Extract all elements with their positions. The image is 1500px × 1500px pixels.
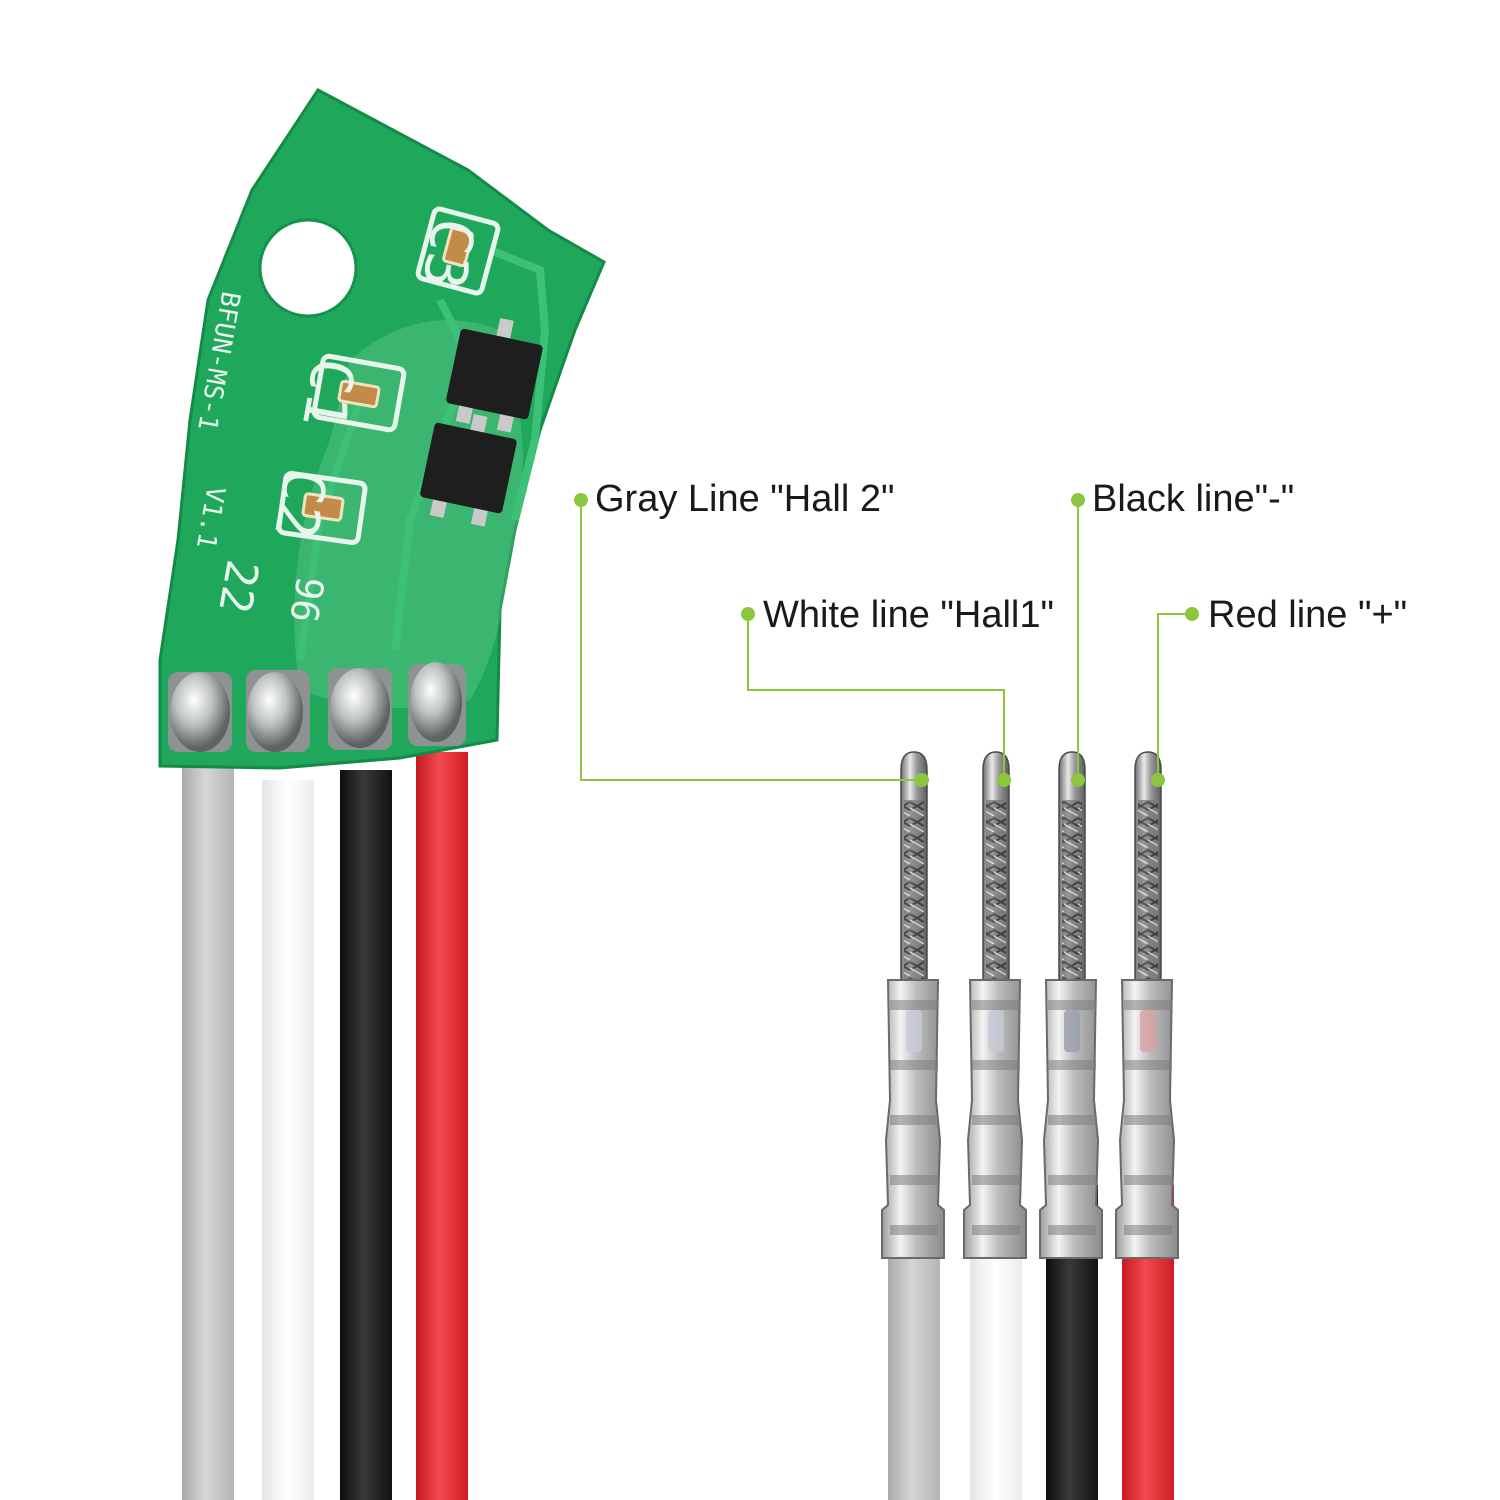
black-crimp-pin-band [1048,1000,1096,1010]
capacitor-c3 [442,226,474,268]
white-leader-dot [741,607,755,621]
callout-leaders [580,500,1192,781]
black-crimp-pin-band [1048,1225,1096,1235]
gray-wire [182,760,234,1500]
white-pin-dot [997,773,1011,787]
component-c3-outline [415,206,501,296]
white-crimp-pin-band [972,1175,1020,1185]
silkscreen-c3: C3 [409,213,488,294]
red-crimp-pin-band [1124,1000,1172,1010]
gray-crimp-pin [881,751,945,1259]
pcb-trace [296,398,364,661]
black-crimp-pin-band [1048,1175,1096,1185]
gray-pin-dot [915,773,929,787]
capacitor-c1 [337,379,381,409]
white-crimp-pin-band [972,1225,1020,1235]
white-crimp-pin-window [988,1010,1004,1052]
gray-crimp-pin-band [890,1175,938,1185]
black-crimp-pin [1039,751,1103,1259]
callout-dots [574,493,1199,787]
red-crimp-pin [1115,751,1179,1259]
red-wire [416,752,468,1500]
silkscreen-c1: C1 [289,353,368,434]
gray-crimp-pin-band [890,1000,938,1010]
gray-line-label: Gray Line "Hall 2" [595,478,895,520]
red-crimp-pin-window [1140,1010,1156,1052]
red-leader-dot [1185,607,1199,621]
red-leader-line [1157,613,1192,780]
component-c1-outline [311,353,407,433]
black-crimp-pin-band [1048,1060,1096,1070]
pcb-trace [488,246,550,521]
gray-wire-end [888,1250,940,1500]
black-crimp-pin-band [1048,1115,1096,1125]
white-wire-end [970,1250,1022,1500]
gray-crimp-pin-band [890,1060,938,1070]
white-crimp-pin-band [972,1060,1020,1070]
gray-crimp-pin-braid [904,800,924,980]
black-crimp-pin-window [1064,1010,1080,1052]
solder-joint [330,668,390,748]
solder-joint [247,672,303,752]
red-crimp-pin-braid [1138,800,1158,980]
mounting-hole [258,218,358,318]
capacitor-c2 [301,492,345,522]
black-line-label: Black line"-" [1092,478,1295,520]
solder-joint [170,672,230,752]
black-wire [340,770,392,1500]
gray-crimp-pin-band [890,1225,938,1235]
white-leader-line [747,614,1005,780]
white-line-label: White line "Hall1" [763,594,1054,636]
black-pin-dot [1071,773,1085,787]
hall-sensor-ic-2 [420,413,517,527]
red-line-label: Red line "+" [1208,594,1408,636]
silkscreen-code: 96 [281,573,332,626]
pcb-assembly: C3 C1 C2 BFUN-MS-1 V1.1 22 96 [158,88,606,1500]
red-pin-dot [1151,773,1165,787]
white-crimp-pin-band [972,1115,1020,1125]
red-crimp-pin-band [1124,1225,1172,1235]
gray-crimp-pin-window [906,1010,922,1052]
solder-joint [410,662,462,742]
silkscreen-c2: C2 [261,463,340,544]
hall-sensor-ic-1 [446,318,543,433]
red-crimp-pin-band [1124,1115,1172,1125]
black-crimp-pin-braid [1062,800,1082,980]
gray-leader-line [580,500,922,781]
red-crimp-pin-band [1124,1175,1172,1185]
white-crimp-pin-braid [986,800,1006,980]
gray-crimp-pin-band [890,1115,938,1125]
red-crimp-pin-band [1124,1060,1172,1070]
white-wire [262,780,314,1500]
black-leader-dot [1071,493,1085,507]
gray-leader-dot [574,493,588,507]
white-crimp-pin-band [972,1000,1020,1010]
component-c2-outline [276,471,368,545]
silkscreen-date: 22 [208,556,267,617]
white-crimp-pin [963,751,1027,1259]
